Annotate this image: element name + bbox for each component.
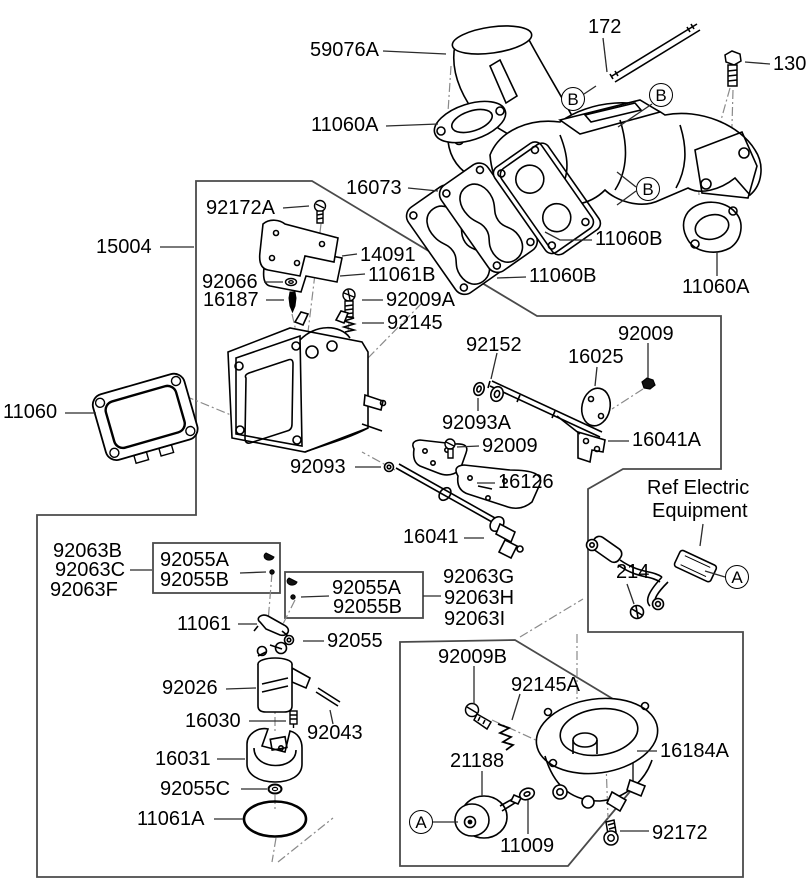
part-label-92026: 92026 — [162, 677, 218, 699]
part-label-11061B: 11061B — [368, 264, 436, 286]
part-label-92172A: 92172A — [206, 197, 275, 219]
part-label-92066: 92066 — [202, 271, 258, 293]
gasket-11060A-right-drawing — [682, 201, 742, 253]
part-label-92009A: 92009A — [386, 289, 455, 311]
main-group-outline — [36, 180, 744, 878]
part-label-16031: 16031 — [155, 748, 211, 770]
part-label-11060B-lower: 11060B — [529, 265, 597, 287]
ref-electric-text-line2: Equipment — [652, 500, 748, 522]
ref-mark-B-manifold-top: B — [649, 83, 673, 107]
screw-set-box-2 — [284, 571, 424, 619]
part-label-21188: 21188 — [450, 750, 505, 772]
part-label-92172: 92172 — [652, 822, 708, 844]
needle-valve-16030-drawing — [289, 710, 298, 728]
oring-11061A-drawing — [242, 800, 308, 838]
part-label-16025: 16025 — [568, 346, 624, 368]
group-outline-boxes — [36, 180, 744, 878]
part-label-130: 130 — [773, 53, 807, 75]
carb-cap-16184A-drawing — [535, 697, 659, 813]
part-label-11061: 11061 — [177, 613, 232, 635]
solenoid-valve-92026-drawing — [256, 641, 341, 713]
ref-mark-B-stud: B — [561, 87, 585, 111]
washer-92066-drawing — [284, 277, 298, 287]
ref-mark-A-electric: A — [725, 565, 749, 589]
fuel-pipe-drawing — [395, 439, 542, 560]
bracket-14091-drawing — [258, 219, 343, 293]
screw-92172A-drawing — [313, 199, 327, 224]
part-label-92063H: 92063H — [444, 587, 515, 609]
part-label-11060A-right: 11060A — [682, 276, 750, 298]
gasket-stack-drawing — [405, 141, 602, 296]
spring-92145A-drawing — [497, 723, 516, 751]
part-label-15004: 15004 — [96, 236, 152, 258]
part-label-11009: 11009 — [500, 835, 555, 857]
part-label-92152: 92152 — [466, 334, 522, 356]
part-label-92063I: 92063I — [444, 608, 506, 630]
oring-92055-drawing — [283, 634, 295, 646]
carburetor-body-drawing — [227, 310, 387, 453]
part-label-14091: 14091 — [360, 244, 416, 266]
part-label-92055: 92055 — [327, 630, 383, 652]
oring-92093-drawing — [383, 461, 395, 473]
screw-set-box-1 — [152, 542, 281, 594]
leader-lines — [65, 37, 771, 834]
float-16031-drawing — [246, 727, 303, 783]
screw-set-icons-drawing — [263, 552, 298, 600]
part-label-92093A: 92093A — [442, 412, 511, 434]
part-label-16030: 16030 — [185, 710, 241, 732]
bolt-130-drawing — [724, 50, 742, 87]
bolt-92172-drawing — [603, 819, 619, 846]
part-label-92063F: 92063F — [50, 579, 118, 601]
part-label-11060A-top: 11060A — [311, 114, 379, 136]
part-label-92145: 92145 — [387, 312, 443, 334]
part-label-92063C: 92063C — [55, 559, 126, 581]
screw-92009B-drawing — [464, 702, 493, 731]
part-label-16041: 16041 — [403, 526, 459, 548]
needle-16187-drawing — [288, 291, 297, 314]
nut-92009-upper-drawing — [641, 377, 656, 390]
part-label-16041A: 16041A — [632, 429, 701, 451]
part-label-16073: 16073 — [346, 177, 402, 199]
part-label-92055C: 92055C — [160, 778, 231, 800]
choke-plate-16025-drawing — [580, 387, 612, 427]
part-label-92063G: 92063G — [443, 566, 515, 588]
ref-mark-A-solenoid: A — [409, 810, 433, 834]
part-label-16187: 16187 — [203, 289, 259, 311]
solenoid-21188-drawing — [454, 793, 523, 839]
part-label-92055B-box2: 92055B — [333, 596, 402, 618]
gasket-11060-drawing — [91, 372, 199, 465]
part-label-92055A-box1: 92055A — [160, 549, 229, 571]
part-label-172: 172 — [588, 16, 622, 38]
ref-electric-equipment-drawing — [585, 535, 718, 620]
spring-92145-drawing — [341, 315, 358, 333]
part-label-59076A: 59076A — [310, 39, 379, 61]
part-label-16126: 16126 — [498, 471, 554, 493]
gasket-11060A-left-drawing — [433, 100, 507, 144]
stud-172-drawing — [609, 23, 701, 83]
part-label-11060: 11060 — [3, 401, 58, 423]
part-label-92055A-box2: 92055A — [332, 577, 401, 599]
part-label-92009-lower: 92009 — [482, 435, 538, 457]
ref-mark-B-manifold-right: B — [636, 177, 660, 201]
part-label-92145A: 92145A — [511, 674, 580, 696]
oring-92055C-drawing — [267, 783, 283, 795]
part-label-92009-upper: 92009 — [618, 323, 674, 345]
ref-electric-text-line1: Ref Electric — [647, 477, 750, 499]
part-label-11061A: 11061A — [137, 808, 205, 830]
throttle-rod-drawing — [473, 380, 606, 464]
part-label-11060B-right: 11060B — [595, 228, 663, 250]
part-label-16184A: 16184A — [660, 740, 729, 762]
washer-11009-drawing — [518, 787, 536, 801]
part-label-92043: 92043 — [307, 722, 363, 744]
screw-92009-lower-drawing — [444, 438, 456, 459]
part-label-92063B: 92063B — [53, 540, 122, 562]
part-label-92055B-box1: 92055B — [160, 569, 229, 591]
part-label-92093: 92093 — [290, 456, 346, 478]
part-label-214: 214 — [616, 561, 650, 583]
part-label-92009B: 92009B — [438, 646, 507, 668]
